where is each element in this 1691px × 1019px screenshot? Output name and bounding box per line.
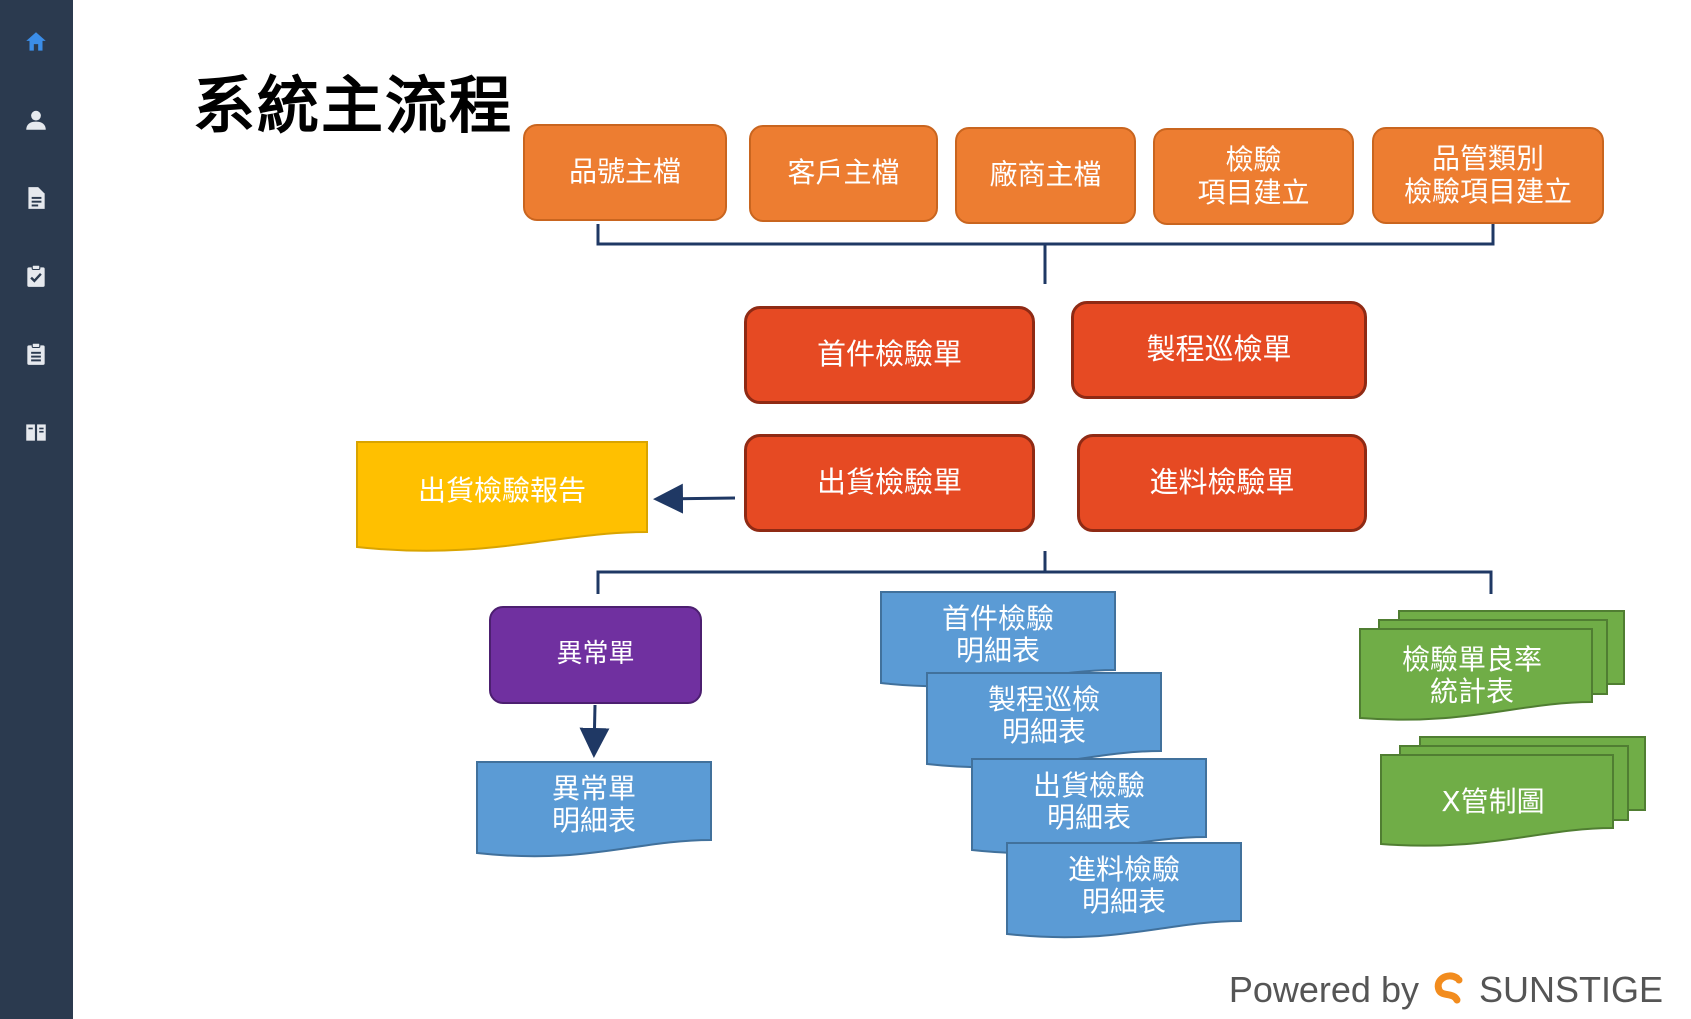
nav-home[interactable] (14, 20, 58, 64)
box-label: 進料檢驗 明細表 (1067, 852, 1180, 918)
master-file-box[interactable]: 廠商主檔 (955, 127, 1136, 224)
nav-list[interactable] (14, 332, 58, 376)
master-file-box[interactable]: 品管類別 檢驗項目建立 (1372, 127, 1604, 224)
box-label: X管制圖 (1441, 784, 1545, 818)
box-label: 廠商主檔 (989, 158, 1102, 192)
inspection-form-box[interactable]: 首件檢驗單 (744, 306, 1035, 404)
home-icon (26, 32, 46, 51)
box-label: 首件檢驗單 (816, 337, 962, 372)
brand-name: SUNSTIGE (1478, 969, 1663, 1010)
box-label: 進料檢驗單 (1149, 465, 1295, 500)
multi-document-shape (1380, 736, 1646, 847)
box-label: 製程巡檢 明細表 (987, 682, 1100, 748)
user-icon (26, 110, 46, 130)
box-label: 異常單 (556, 639, 635, 670)
box-label: 出貨檢驗報告 (417, 473, 586, 507)
detail-report-doc[interactable]: 出貨檢驗 明細表 (971, 758, 1207, 858)
box-label: 品管類別 檢驗項目建立 (1403, 142, 1572, 208)
inspection-form-box[interactable]: 出貨檢驗單 (744, 434, 1035, 532)
box-label: 出貨檢驗 明細表 (1032, 768, 1145, 834)
box-label: 異常單 明細表 (551, 771, 636, 837)
inspection-form-box[interactable]: 製程巡檢單 (1071, 301, 1367, 399)
document-shape (1006, 842, 1242, 939)
clipboard-list-icon (27, 342, 45, 365)
main-content: 系統主流程 品號主檔 客戶主檔 廠商主檔 檢驗 項目建立 品管類別 檢驗項目建立… (73, 0, 1691, 1019)
statistics-doc[interactable]: X管制圖 (1380, 736, 1646, 848)
master-file-box[interactable]: 品號主檔 (523, 124, 727, 221)
nav-user[interactable] (14, 98, 58, 142)
multi-document-shape (1359, 610, 1625, 721)
detail-report-doc[interactable]: 製程巡檢 明細表 (926, 672, 1162, 772)
nav-checklist[interactable] (14, 254, 58, 298)
document-shape (476, 761, 712, 858)
box-label: 檢驗 項目建立 (1197, 143, 1310, 209)
page-title: 系統主流程 (193, 69, 514, 142)
powered-by-text: Powered by (1228, 969, 1419, 1010)
statistics-doc[interactable]: 檢驗單良率 統計表 (1359, 610, 1625, 722)
nav-document[interactable] (14, 176, 58, 220)
sunstige-logo-icon (1434, 972, 1463, 1004)
shipping-report-doc[interactable]: 出貨檢驗報告 (356, 441, 648, 555)
inspection-form-box[interactable]: 進料檢驗單 (1077, 434, 1367, 532)
master-file-box[interactable]: 客戶主檔 (749, 125, 938, 222)
sidebar (0, 0, 73, 1019)
powered-by-footer: Powered by SUNSTIGE (1229, 969, 1663, 1011)
box-label: 品號主檔 (568, 155, 681, 189)
book-icon (26, 424, 46, 441)
detail-report-doc[interactable]: 進料檢驗 明細表 (1006, 842, 1242, 942)
clipboard-check-icon (27, 264, 45, 287)
box-label: 客戶主檔 (787, 156, 900, 190)
box-label: 製程巡檢單 (1146, 332, 1292, 367)
exception-form-box[interactable]: 異常單 (489, 606, 702, 704)
detail-report-doc[interactable]: 首件檢驗 明細表 (880, 591, 1116, 691)
box-label: 出貨檢驗單 (816, 465, 962, 500)
master-file-box[interactable]: 檢驗 項目建立 (1153, 128, 1354, 225)
document-icon (28, 187, 45, 209)
document-shape (356, 441, 648, 552)
box-label: 檢驗單良率 統計表 (1401, 642, 1542, 708)
nav-book[interactable] (14, 410, 58, 454)
exception-detail-doc[interactable]: 異常單 明細表 (476, 761, 712, 861)
box-label: 首件檢驗 明細表 (941, 601, 1054, 667)
connector-lines (579, 224, 1495, 758)
